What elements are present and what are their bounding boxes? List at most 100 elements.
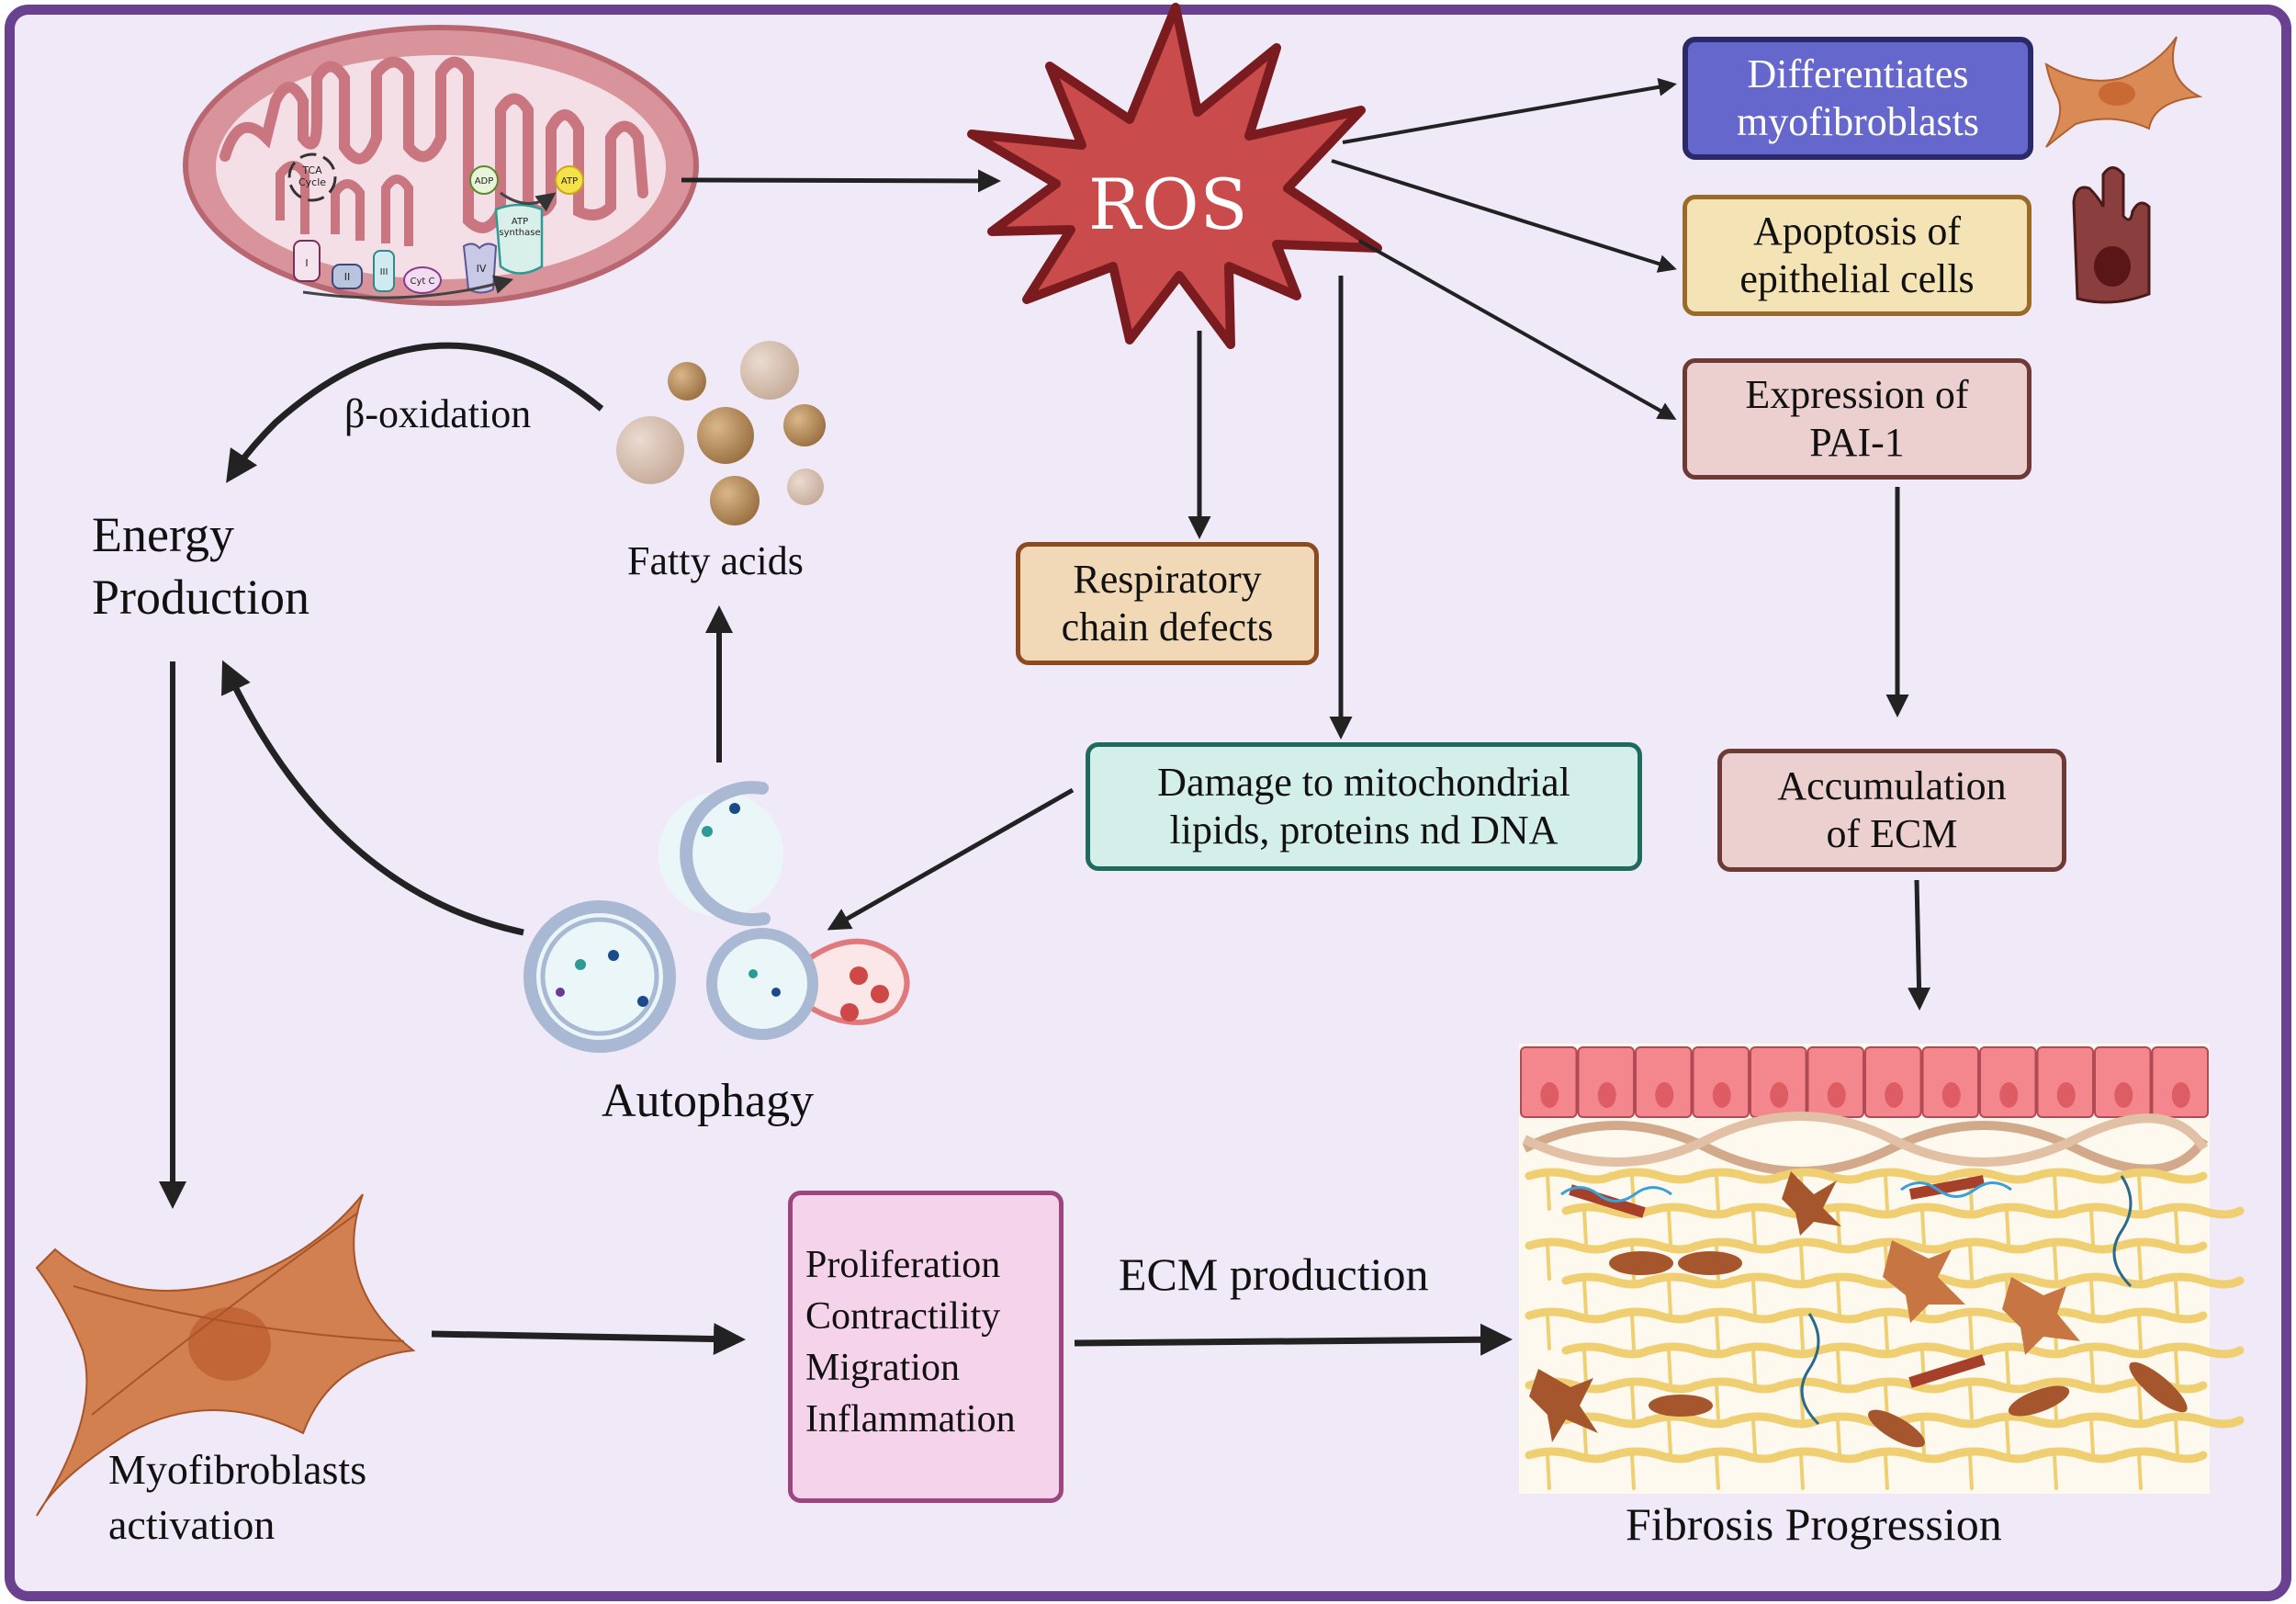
- outcome-migration: Migration: [805, 1347, 960, 1389]
- ecm-fiber: [2153, 1342, 2245, 1359]
- ecm-fiber: [1667, 1418, 1672, 1455]
- ecm-fiber: [1667, 1349, 1672, 1385]
- ecm-fiber: [1778, 1307, 1870, 1324]
- ecm-fiber: [1920, 1418, 1926, 1455]
- atp-label: ATP: [561, 176, 578, 186]
- epithelial-cell: [1921, 1046, 1979, 1118]
- box-line: Accumulation: [1777, 763, 2007, 808]
- ecm-fiber: [2153, 1203, 2245, 1219]
- ecm-fiber: [1715, 1314, 1720, 1350]
- ecm-fiber: [2089, 1349, 2095, 1385]
- mitochondrion-illustration: TCA Cycle I II III Cyt C IV ATP synthase…: [183, 25, 699, 306]
- ecm-fiber: [1715, 1384, 1720, 1420]
- atp-synthase: [494, 203, 544, 275]
- ecm-fiber: [1609, 1307, 1701, 1324]
- ecm-production-label: ECM production: [1119, 1248, 1429, 1300]
- outcome-proliferation: Proliferation: [805, 1244, 1001, 1286]
- ecm-fiber: [2153, 1272, 2245, 1289]
- ecm-fiber: [2032, 1447, 2123, 1463]
- arrow-ros-to-pai1: [1358, 239, 1677, 420]
- ecm-fiber: [1863, 1237, 1954, 1254]
- ecm-fiber: [2068, 1412, 2160, 1429]
- ecm-fiber: [2174, 1279, 2179, 1316]
- ecm-fiber: [2005, 1209, 2010, 1246]
- ros-label: ROS: [1088, 164, 1249, 245]
- ecm-fiber: [1546, 1314, 1551, 1350]
- epithelial-cell: [1692, 1046, 1750, 1118]
- arrow-autophagy-to-energy: [221, 660, 524, 936]
- outcome-inflammation: Inflammation: [805, 1398, 1016, 1440]
- atp-synthase-label: ATP: [512, 217, 528, 227]
- box-line: Apoptosis of: [1752, 209, 1962, 254]
- epithelial-nucleus: [2056, 1082, 2076, 1108]
- ecm-fiber: [1984, 1342, 2076, 1359]
- ecm-fiber: [1561, 1272, 1653, 1289]
- epithelial-cell: [1520, 1046, 1578, 1118]
- label-line: Production: [92, 570, 310, 625]
- ecm-fiber: [1609, 1377, 1701, 1394]
- epithelial-nucleus: [2171, 1082, 2190, 1108]
- ecm-fiber: [1630, 1314, 1636, 1350]
- ecm-fiber: [1968, 1384, 1974, 1420]
- ecm-fiber: [1968, 1314, 1974, 1350]
- ecm-fiber: [1667, 1279, 1672, 1316]
- ecm-fiber: [1730, 1272, 1822, 1289]
- ecm-fiber: [2068, 1203, 2160, 1219]
- box-line: Damage to mitochondrial: [1157, 760, 1570, 805]
- ecm-fiber: [2053, 1244, 2058, 1281]
- ecm-fiber: [1525, 1237, 1616, 1254]
- ecm-fiber: [1778, 1237, 1870, 1254]
- myofibroblast-icon: [2044, 36, 2203, 148]
- ecm-fiber: [2116, 1447, 2208, 1463]
- adp-molecule: [469, 165, 499, 195]
- ecm-fiber: [2005, 1349, 2010, 1385]
- ecm-fiber: [1778, 1447, 1870, 1463]
- complex-i-label: I: [305, 257, 308, 269]
- ecm-fiber: [1947, 1377, 2039, 1394]
- epithelial-cell: [1864, 1046, 1922, 1118]
- ecm-fiber: [1694, 1237, 1785, 1254]
- epithelial-nucleus: [1941, 1082, 1961, 1108]
- arrow-myofibroblasts-to-outcomes: [431, 1323, 746, 1355]
- ecm-fiber: [2053, 1453, 2058, 1490]
- ecm-fiber: [1778, 1168, 1870, 1184]
- ecm-fiber: [1836, 1349, 1841, 1385]
- ecm-fiber: [1751, 1279, 1757, 1316]
- epithelial-cell: [1577, 1046, 1635, 1118]
- ecm-fiber: [1609, 1237, 1701, 1254]
- epithelial-nucleus: [1655, 1082, 1674, 1108]
- fibroblast-cells: [1529, 1171, 2188, 1448]
- ecm-fiber: [1984, 1412, 2076, 1429]
- ecm-fiber: [2032, 1377, 2123, 1394]
- ros-star: [967, 3, 1382, 349]
- ecm-fiber: [1836, 1279, 1841, 1316]
- ecm-fiber: [1778, 1377, 1870, 1394]
- ecm-fiber: [1884, 1174, 1889, 1211]
- ecm-fiber: [2116, 1307, 2208, 1324]
- ecm-fiber: [2116, 1237, 2208, 1254]
- ecm-fiber: [1815, 1342, 1907, 1359]
- ecm-fiber: [1646, 1272, 1738, 1289]
- ecm-fiber: [2137, 1244, 2143, 1281]
- ecm-fiber: [1646, 1203, 1738, 1219]
- ecm-fiber: [1630, 1174, 1636, 1211]
- ecm-fiber: [2053, 1174, 2058, 1211]
- ecm-fiber: [1899, 1342, 1991, 1359]
- ecm-fiber: [1836, 1209, 1841, 1246]
- ecm-fiber: [2137, 1384, 2143, 1420]
- ecm-fiber: [1630, 1384, 1636, 1420]
- ecm-fiber: [1884, 1453, 1889, 1490]
- box-line: PAI-1: [1809, 420, 1905, 465]
- box-line: Differentiates: [1747, 51, 1969, 96]
- autophagy-label: Autophagy: [602, 1075, 815, 1127]
- epithelial-nucleus: [1885, 1082, 1904, 1108]
- epithelial-layer: [1520, 1046, 2209, 1118]
- ecm-fiber: [1984, 1203, 2076, 1219]
- ecm-fiber: [1609, 1447, 1701, 1463]
- epithelial-nucleus: [1770, 1082, 1789, 1108]
- ecm-fiber: [1561, 1342, 1653, 1359]
